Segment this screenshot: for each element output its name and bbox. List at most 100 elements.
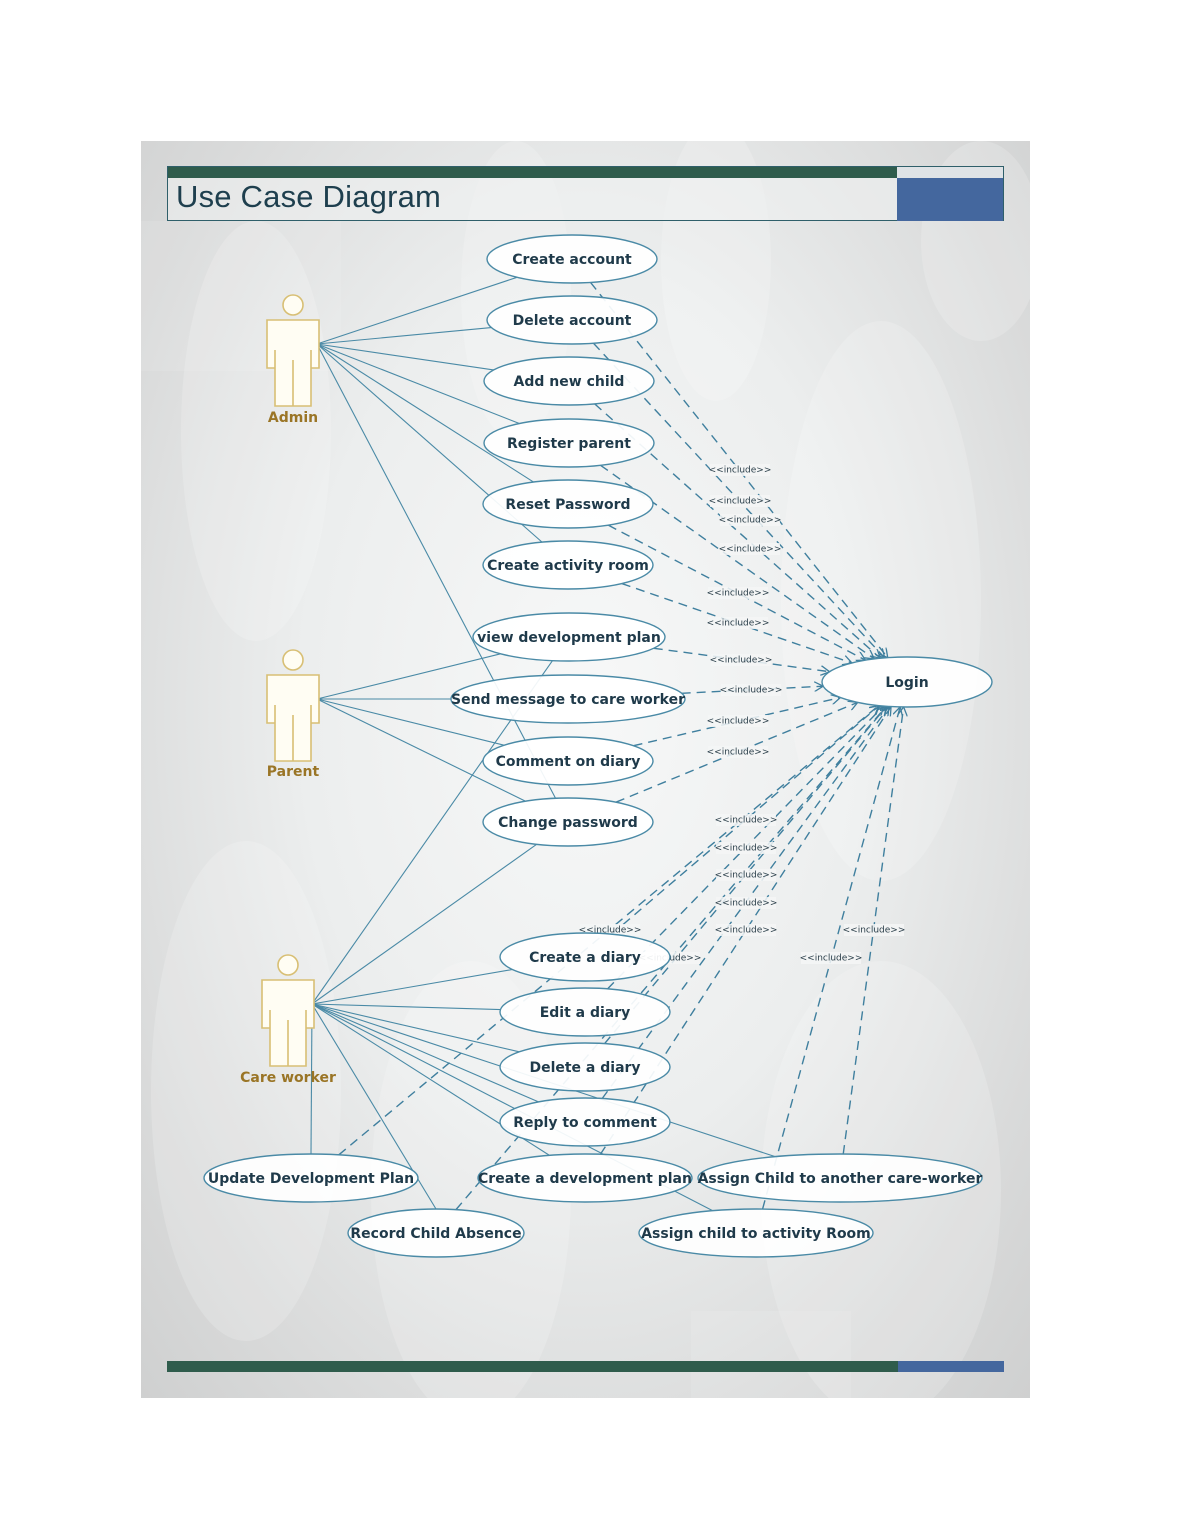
include-label: <<include>> <box>707 717 770 727</box>
use-case-ellipse[interactable] <box>482 736 654 786</box>
use-case-ellipse[interactable] <box>450 674 686 724</box>
use-case-view-plan[interactable]: view development plan <box>472 612 666 662</box>
include-line-change_password <box>615 702 858 803</box>
use-case-ellipse[interactable] <box>483 418 655 468</box>
use-case-register-parent[interactable]: Register parent <box>483 418 655 468</box>
actor-careworker[interactable]: Care worker <box>240 954 336 1086</box>
include-line-reset_password <box>607 524 865 660</box>
background-shape <box>151 841 341 1341</box>
use-case-ellipse[interactable] <box>638 1208 874 1258</box>
use-case-ellipse[interactable] <box>482 797 654 847</box>
use-case-reset-password[interactable]: Reset Password <box>482 479 654 529</box>
use-case-ellipse[interactable] <box>486 234 658 284</box>
use-case-ellipse[interactable] <box>499 1042 671 1092</box>
use-case-create-account[interactable]: Create account <box>486 234 658 284</box>
association-line-parent-change_password <box>316 698 526 802</box>
use-case-assign-room[interactable]: Assign child to activity Room <box>638 1208 874 1258</box>
use-case-ellipse[interactable] <box>477 1153 693 1203</box>
background-shape <box>691 1311 851 1398</box>
include-label: <<include>> <box>707 748 770 758</box>
use-case-add-child[interactable]: Add new child <box>483 356 655 406</box>
include-label-bg <box>710 495 770 507</box>
use-case-label: view development plan <box>477 630 661 646</box>
use-case-label: Create a diary <box>529 950 641 966</box>
use-case-label: Create account <box>512 252 632 268</box>
include-label: <<include>> <box>719 516 782 526</box>
use-case-ellipse[interactable] <box>499 1097 671 1147</box>
use-case-ellipse[interactable] <box>486 295 658 345</box>
use-case-label: Change password <box>498 815 638 831</box>
use-case-label: Comment on diary <box>496 754 641 770</box>
use-case-ellipse[interactable] <box>821 656 993 708</box>
association-line-careworker-delete_diary <box>311 1003 520 1053</box>
use-case-create-room[interactable]: Create activity room <box>482 540 654 590</box>
diagram-page: Use Case Diagram <<include>><<include>><… <box>141 141 1030 1398</box>
actor-label: Admin <box>268 410 318 426</box>
include-label-bg <box>708 715 768 727</box>
use-case-edit-diary[interactable]: Edit a diary <box>499 987 671 1037</box>
include-label-bg <box>716 842 776 854</box>
background-shape <box>781 321 981 881</box>
include-label-bg <box>711 654 771 666</box>
association-line-admin-delete_account <box>316 327 492 345</box>
title-accent-block <box>897 178 1003 221</box>
stick-figure-icon <box>266 294 320 407</box>
background-shape <box>181 221 331 641</box>
footer-bar <box>167 1361 898 1372</box>
association-line-admin-add_child <box>316 343 494 371</box>
use-case-assign-careworker[interactable]: Assign Child to another care-worker <box>697 1153 983 1203</box>
actor-label: Care worker <box>240 1070 336 1086</box>
use-case-send-message[interactable]: Send message to care worker <box>450 674 686 724</box>
use-case-reply-comment[interactable]: Reply to comment <box>499 1097 671 1147</box>
association-line-admin-register_parent <box>316 343 520 425</box>
actor-label: Parent <box>267 764 320 780</box>
association-line-admin-change_password <box>316 343 557 799</box>
title-accent-top <box>897 167 1003 178</box>
use-case-delete-diary[interactable]: Delete a diary <box>499 1042 671 1092</box>
include-label: <<include>> <box>707 619 770 629</box>
use-case-ellipse[interactable] <box>499 932 671 982</box>
use-case-update-plan[interactable]: Update Development Plan <box>203 1153 419 1203</box>
use-case-label: Login <box>885 675 928 691</box>
use-case-ellipse[interactable] <box>482 540 654 590</box>
use-case-ellipse[interactable] <box>499 987 671 1037</box>
use-case-ellipse[interactable] <box>482 479 654 529</box>
include-label: <<include>> <box>719 545 782 555</box>
include-label-bg <box>708 587 768 599</box>
use-case-label: Update Development Plan <box>208 1171 414 1187</box>
include-label: <<include>> <box>715 926 778 936</box>
use-case-create-plan[interactable]: Create a development plan <box>477 1153 693 1203</box>
use-case-comment-diary[interactable]: Comment on diary <box>482 736 654 786</box>
use-case-ellipse[interactable] <box>203 1153 419 1203</box>
use-case-ellipse[interactable] <box>472 612 666 662</box>
include-label-bg <box>716 869 776 881</box>
use-case-ellipse[interactable] <box>483 356 655 406</box>
use-case-diagram: <<include>> <<include>> <<include>> <<inclu… <box>203 234 993 1258</box>
include-label: <<include>> <box>800 954 863 964</box>
use-case-login[interactable]: Login <box>821 656 993 708</box>
actor-parent[interactable]: Parent <box>266 649 320 780</box>
include-label: <<include>> <box>707 589 770 599</box>
use-case-record-absence[interactable]: Record Child Absence <box>347 1208 525 1258</box>
use-case-label: Register parent <box>507 436 631 452</box>
title-top-bar <box>168 167 899 178</box>
actor-admin[interactable]: Admin <box>266 294 320 426</box>
title-box: Use Case Diagram <box>167 166 1004 221</box>
use-case-label: Delete a diary <box>529 1060 640 1076</box>
use-case-ellipse[interactable] <box>347 1208 525 1258</box>
page-title: Use Case Diagram <box>176 179 442 214</box>
include-label: <<include>> <box>843 926 906 936</box>
association-line-careworker-reply_comment <box>311 1003 539 1103</box>
use-case-label: Edit a diary <box>540 1005 631 1021</box>
use-case-change-password[interactable]: Change password <box>482 797 654 847</box>
use-case-delete-account[interactable]: Delete account <box>486 295 658 345</box>
use-case-create-diary[interactable]: Create a diary <box>499 932 671 982</box>
use-case-ellipse[interactable] <box>697 1153 983 1203</box>
association-line-parent-view_plan <box>316 653 501 700</box>
footer-accent <box>898 1361 1004 1372</box>
include-label: <<include>> <box>579 926 642 936</box>
include-label: <<include>> <box>715 871 778 881</box>
association-line-careworker-create_diary <box>311 968 513 1005</box>
